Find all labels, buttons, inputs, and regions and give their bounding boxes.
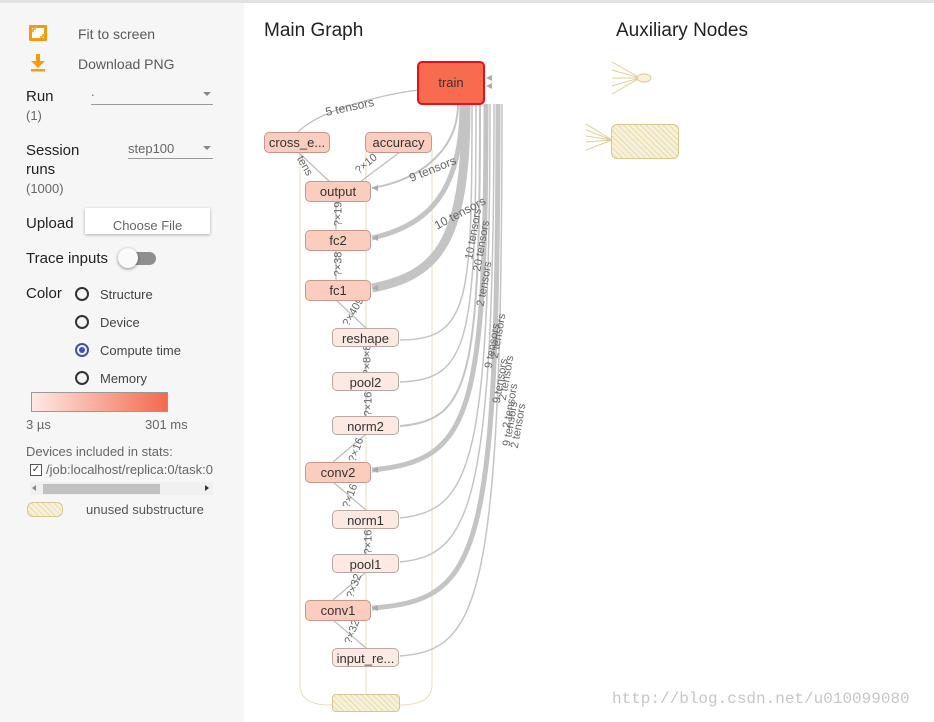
trace-label: Trace inputs xyxy=(26,250,108,267)
top-border xyxy=(0,0,934,3)
device-checkbox[interactable]: ✓ xyxy=(30,464,42,476)
scale-max: 301 ms xyxy=(145,417,188,432)
aux-node-1[interactable] xyxy=(611,61,652,95)
horizontal-scrollbar[interactable] xyxy=(30,482,213,495)
device-path: /job:localhost/replica:0/task:0 xyxy=(46,462,213,477)
sidebar xyxy=(0,3,244,722)
node-reshape[interactable]: reshape xyxy=(332,328,399,347)
auxiliary-nodes-title: Auxiliary Nodes xyxy=(616,20,748,41)
fit-to-screen-button[interactable]: Fit to screen xyxy=(27,22,217,44)
radio-label: Structure xyxy=(100,287,153,302)
edge-label-reshape-pool2: ?×8×8 xyxy=(361,344,374,376)
node-conv2[interactable]: conv2 xyxy=(305,462,371,483)
devices-label: Devices included in stats: xyxy=(26,444,173,459)
edge-arrowheads xyxy=(372,75,492,611)
bottom-unused-node[interactable] xyxy=(332,694,400,712)
radio-compute-time[interactable]: Compute time xyxy=(74,342,214,360)
node-cross-entropy[interactable]: cross_e... xyxy=(264,132,330,153)
node-pool1[interactable]: pool1 xyxy=(332,554,399,573)
radio-circle[interactable] xyxy=(75,287,89,301)
edge-5-tensors xyxy=(297,89,419,133)
run-select-value: . xyxy=(91,84,95,99)
radio-device[interactable]: Device xyxy=(74,314,214,332)
radio-circle[interactable] xyxy=(75,371,89,385)
scale-min: 3 µs xyxy=(26,417,51,432)
node-output[interactable]: output xyxy=(305,181,371,202)
choose-file-button[interactable]: Choose File xyxy=(85,208,210,234)
scroll-thumb[interactable] xyxy=(43,484,160,494)
node-fc1[interactable]: fc1 xyxy=(305,280,371,301)
radio-circle-selected[interactable] xyxy=(75,343,89,357)
radio-circle[interactable] xyxy=(75,315,89,329)
chain-edges xyxy=(297,151,401,649)
upload-label: Upload xyxy=(26,215,74,232)
node-train[interactable]: train xyxy=(417,61,485,105)
session-count: (1000) xyxy=(26,181,64,196)
edge-label-fc2-fc1: ?×38 xyxy=(332,251,345,277)
color-label: Color xyxy=(26,285,62,302)
aux-node-box[interactable] xyxy=(611,124,679,159)
radio-label: Compute time xyxy=(100,343,181,358)
radio-label: Memory xyxy=(100,371,147,386)
run-label: Run xyxy=(26,88,54,105)
download-label: Download PNG xyxy=(78,56,175,72)
download-png-button[interactable]: Download PNG xyxy=(27,52,217,74)
chevron-down-icon xyxy=(203,146,211,150)
edge-label-output-fc2: ?×19 xyxy=(332,201,345,227)
session-label-1: Session xyxy=(26,142,80,159)
chevron-down-icon xyxy=(203,92,211,96)
node-norm1[interactable]: norm1 xyxy=(332,510,399,529)
fit-label: Fit to screen xyxy=(78,26,156,42)
scroll-left-icon[interactable] xyxy=(32,485,36,491)
run-select[interactable]: . xyxy=(91,84,213,105)
watermark: http://blog.csdn.net/u010099080 xyxy=(612,690,910,708)
unused-label: unused substructure xyxy=(86,502,204,517)
download-icon xyxy=(31,54,45,72)
radio-structure[interactable]: Structure xyxy=(74,286,214,304)
toggle-knob[interactable] xyxy=(118,248,138,268)
edge-label-pool2-norm2: ?×16 xyxy=(362,391,375,417)
node-accuracy[interactable]: accuracy xyxy=(365,132,432,153)
scroll-right-icon[interactable] xyxy=(205,485,209,491)
main-graph-title: Main Graph xyxy=(264,20,364,41)
device-row[interactable]: ✓ /job:localhost/replica:0/task:0 xyxy=(30,461,214,479)
compute-time-scale xyxy=(31,392,168,412)
session-select-value: step100 xyxy=(128,141,175,156)
radio-memory[interactable]: Memory xyxy=(74,370,214,388)
session-label-2: runs xyxy=(26,161,56,178)
unused-substructure-swatch xyxy=(27,502,63,517)
node-pool2[interactable]: pool2 xyxy=(332,372,399,391)
node-fc2[interactable]: fc2 xyxy=(305,230,371,251)
session-select[interactable]: step100 xyxy=(128,140,213,159)
train-edges xyxy=(371,103,503,657)
run-count: (1) xyxy=(26,108,42,123)
node-input[interactable]: input_re... xyxy=(332,648,399,667)
radio-label: Device xyxy=(100,315,140,330)
node-conv1[interactable]: conv1 xyxy=(305,600,371,621)
fit-screen-icon xyxy=(29,25,47,41)
node-norm2[interactable]: norm2 xyxy=(332,416,399,435)
edge-label-norm1-pool1: ?×16 xyxy=(362,529,375,555)
aux-node-2[interactable] xyxy=(585,123,613,151)
